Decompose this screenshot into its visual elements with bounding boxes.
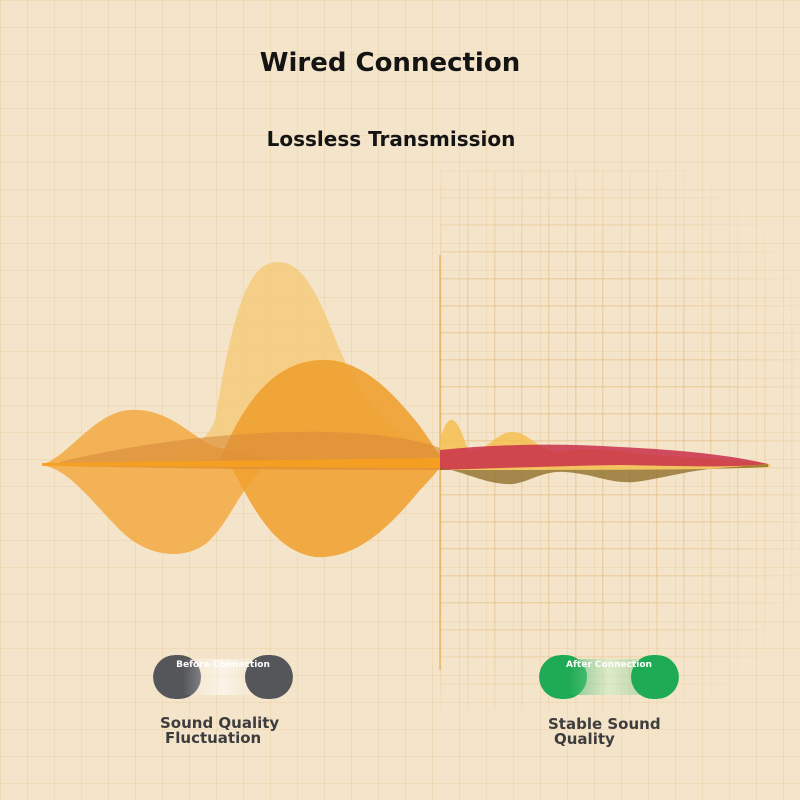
after-caption: Stable Sound Quality [548,717,661,747]
after-caption-line2: Quality [554,730,615,748]
wave-right-olive [440,464,768,485]
wave-right-red [440,444,768,470]
after-badge-label: After Connection [566,660,652,670]
page-subtitle: Lossless Transmission [266,127,516,151]
before-caption-line2: Fluctuation [165,729,262,747]
after-connection-badge: After Connection [539,655,679,699]
before-dot-right [245,655,293,699]
wave-center-axis [42,458,440,468]
after-dot-right [631,655,679,699]
page-title: Wired Connection [259,48,521,78]
before-connection-badge: Before Connection [153,655,293,699]
after-caption-line1: Stable Sound [548,715,661,733]
before-badge-label: Before Connection [176,660,270,670]
before-caption: Sound Quality Fluctuation [160,716,279,746]
before-caption-line1: Sound Quality [160,714,280,732]
wave-orange-lower-main [230,465,440,558]
wave-orange-lower-left [42,465,260,554]
